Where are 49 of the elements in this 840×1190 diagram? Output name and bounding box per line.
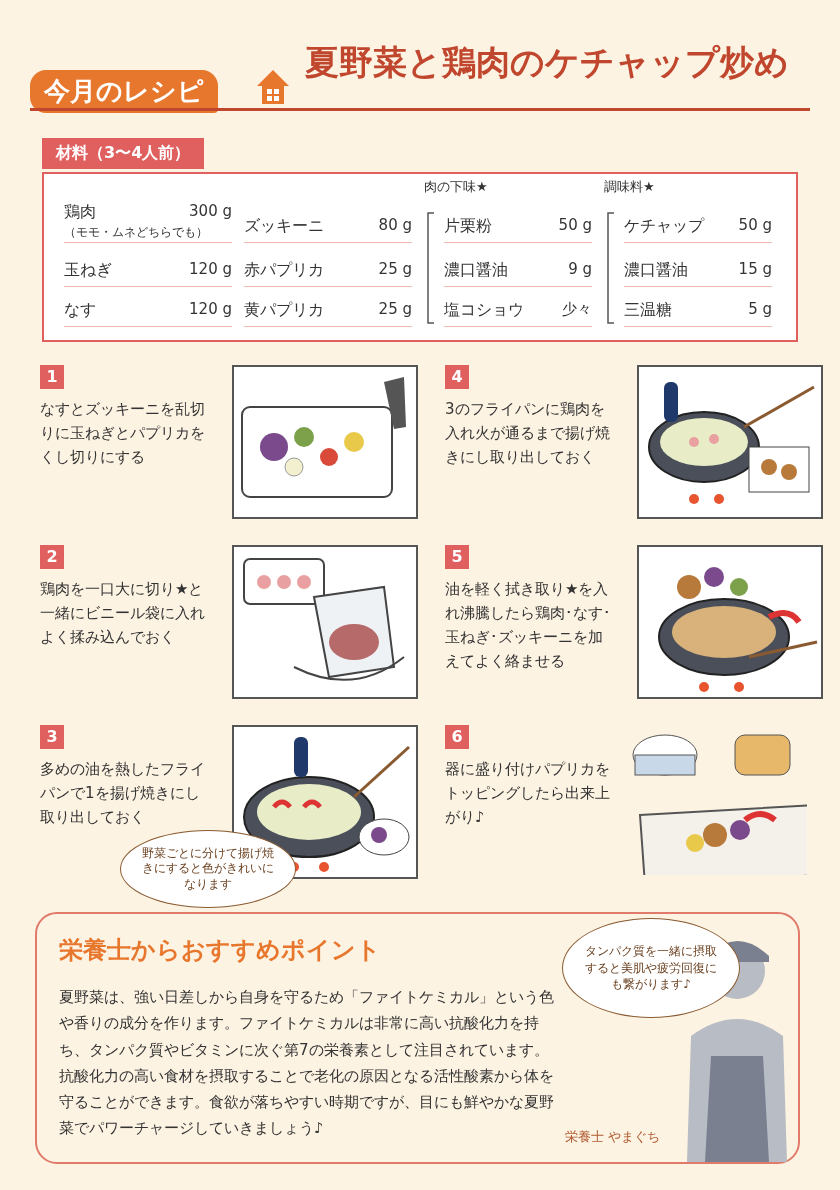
ingredient-name: 黄パプリカ [244,300,324,321]
seasoning-group-heading: 肉の下味★ [424,178,488,196]
ingredient-amount: 50 g [737,216,772,234]
step-text: 鶏肉を一口大に切り★と一緒にビニール袋に入れよく揉み込んでおく [40,579,206,648]
ingredient-name: 三温糖 [624,300,672,321]
step-number: 3 [40,725,64,749]
nutritionist-name: 栄養士 やまぐち [565,1128,661,1146]
step-number: 6 [445,725,469,749]
step-number: 4 [445,365,469,389]
header-badge: 今月のレシピ [30,70,218,113]
ingredients-heading: 材料（3〜4人前） [42,138,205,169]
ingredient-name: ケチャップ [624,216,704,237]
ingredients-panel [42,172,798,342]
step-number: 2 [40,545,64,569]
tips-heading: 栄養士からおすすめポイント [59,935,381,966]
recipe-title: 夏野菜と鶏肉のケチャップ炒め [305,41,789,84]
ingredient-note: （モモ・ムネどちらでも） [64,224,208,241]
step-number: 5 [445,545,469,569]
ingredient-amount: 300 g [188,202,232,220]
step-text: 3のフライパンに鶏肉を入れ火が通るまで揚げ焼きにし取り出しておく [445,399,611,468]
seasoning-group-heading: 調味料★ [604,178,655,196]
ingredient-amount: 25 g [377,300,412,318]
ingredient-name: 鶏肉 [64,202,96,223]
step-text: 器に盛り付けパプリカをトッピングしたら出来上がり♪ [445,759,611,828]
ingredient-amount: 15 g [737,260,772,278]
step-text: 油を軽く拭き取り★を入れ沸騰したら鶏肉･なす･玉ねぎ･ズッキーニを加えてよく絡ませる [445,579,612,672]
step-text: 多めの油を熱したフライパンで1を揚げ焼きにし取り出しておく [40,759,206,828]
step-text: なすとズッキーニを乱切りに玉ねぎとパプリカをくし切りにする [40,399,206,468]
ingredient-amount: 80 g [377,216,412,234]
tips-panel [35,912,800,1164]
ingredient-amount: 120 g [188,260,232,278]
step-number: 1 [40,365,64,389]
ingredient-amount: 120 g [188,300,232,318]
ingredient-name: 濃口醤油 [624,260,688,281]
ingredient-amount: 50 g [557,216,592,234]
ingredient-name: 片栗粉 [444,216,492,237]
tips-paragraph: 夏野菜は、強い日差しから自身を守るため「ファイトケミカル」という色や香りの成分を作ります。ファイトケミカルは非常に高い抗酸化力を持ち、タンパク質やビタミンに次ぐ第7の栄養素として注目されています。抗酸化力の高い食材を摂取することで老化の原因となる活性酸素から体を守ることができます。食欲が落ちやすい時期ですが、目にも鮮やかな夏野菜でパワーチャージしていきましょう♪ [59,987,554,1140]
ingredient-name: 玉ねぎ [64,260,112,281]
ingredient-name: 濃口醤油 [444,260,508,281]
ingredient-amount: 5 g [747,300,772,318]
ingredient-amount: 25 g [377,260,412,278]
ingredient-name: 赤パプリカ [244,260,324,281]
ingredient-name: 塩コショウ [444,300,524,321]
speech-bubble: 野菜ごとに分けて揚げ焼きにすると色がきれいになります [120,830,296,908]
ingredient-amount: 少々 [561,300,592,319]
ingredient-name: ズッキーニ [244,216,324,237]
ingredient-amount: 9 g [567,260,592,278]
speech-bubble: タンパク質を一緒に摂取すると美肌や疲労回復にも繋がります♪ [562,918,740,1018]
ingredient-name: なす [64,300,96,321]
